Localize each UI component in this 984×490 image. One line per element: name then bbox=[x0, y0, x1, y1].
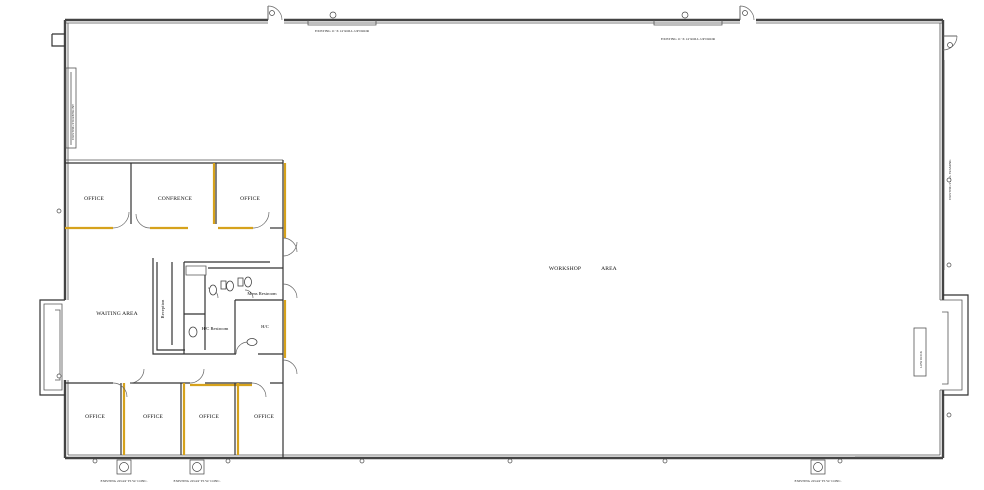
conference-label: CONFRENCE bbox=[158, 196, 193, 202]
mens-restroom-label: Mens Restroom bbox=[247, 291, 277, 296]
column-2-note: EXISTING 24'x24' TS W/ CONC. bbox=[174, 479, 221, 483]
column-marker-2: EXISTING 24'x24' TS W/ CONC. bbox=[174, 459, 221, 483]
reception-label: Reception bbox=[160, 299, 165, 318]
dock-note: LOW DOCK bbox=[919, 350, 923, 368]
rollup-door-1-label: EXISTING 11' X 14' ROLL-UP DOOR bbox=[315, 29, 370, 33]
wall-markers bbox=[56, 177, 952, 464]
column-marker-1: EXISTING 24'x24' TS W/ CONC. bbox=[101, 459, 148, 483]
rollup-door-2: EXISTING 11' X 14' ROLL-UP DOOR bbox=[653, 11, 723, 41]
top-exterior-doors bbox=[267, 5, 958, 51]
workshop-label: WORKSHOP bbox=[549, 266, 581, 272]
waiting-area-label: WAITING AREA bbox=[96, 311, 137, 317]
office-block bbox=[65, 159, 287, 458]
office-3-label: OFFICE bbox=[85, 414, 105, 420]
rollup-door-1: EXISTING 11' X 14' ROLL-UP DOOR bbox=[307, 11, 377, 33]
office-6-label: OFFICE bbox=[254, 414, 274, 420]
rollup-door-2-label: EXISTING 11' X 14' ROLL-UP DOOR bbox=[661, 37, 716, 41]
column-1-note: EXISTING 24'x24' TS W/ CONC. bbox=[101, 479, 148, 483]
office-2-label: OFFICE bbox=[240, 196, 260, 202]
office-5-label: OFFICE bbox=[199, 414, 219, 420]
office-1-label: OFFICE bbox=[84, 196, 104, 202]
restroom-fixtures bbox=[188, 276, 258, 346]
office-4-label: OFFICE bbox=[143, 414, 163, 420]
exterior-walls bbox=[39, 18, 969, 460]
column-marker-3: EXISTING 24'x24' TS W/ CONC. bbox=[795, 459, 842, 483]
left-window-note: EXISTING STOREFRONT bbox=[71, 104, 75, 140]
hc-restroom-label: H/C Restroom bbox=[202, 326, 229, 331]
column-3-note: EXISTING 24'x24' TS W/ CONC. bbox=[795, 479, 842, 483]
workshop-area-label: AREA bbox=[601, 266, 617, 272]
hc-label: H/C bbox=[261, 324, 269, 329]
